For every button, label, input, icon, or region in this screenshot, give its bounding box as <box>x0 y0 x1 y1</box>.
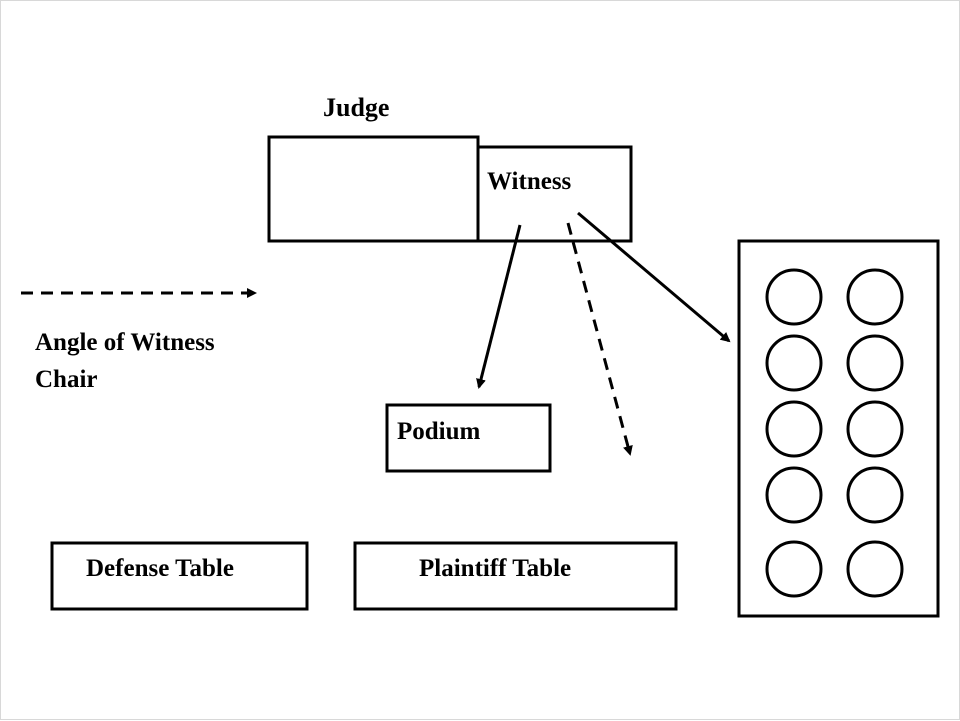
jury-seat <box>846 334 904 392</box>
arrow-to-jury <box>577 211 731 343</box>
defense-table-label: Defense Table <box>86 555 234 582</box>
plaintiff-table-label: Plaintiff Table <box>419 555 572 582</box>
judge-bench <box>267 135 480 243</box>
jury-seat <box>765 540 823 598</box>
podium-label: Podium <box>397 418 481 445</box>
jury-seat <box>765 268 823 326</box>
jury-seat <box>765 334 823 392</box>
jury-seat <box>846 400 904 458</box>
jury-seat <box>846 268 904 326</box>
judge-label: Judge <box>323 93 390 122</box>
jury-seat <box>765 466 823 524</box>
jury-seats <box>765 268 904 598</box>
arrow-to-podium <box>476 224 522 389</box>
jury-seat <box>846 540 904 598</box>
jury-seat <box>765 400 823 458</box>
legend-label-line1: Angle of Witness <box>35 329 215 356</box>
witness-label: Witness <box>487 168 572 195</box>
jury-seat <box>846 466 904 524</box>
witness-box <box>476 145 633 243</box>
plaintiff-table <box>353 541 678 611</box>
podium-box <box>385 403 552 473</box>
legend-label-line2: Chair <box>35 366 98 393</box>
jury-box <box>737 239 940 618</box>
defense-table <box>50 541 309 611</box>
arrow-dashed-witness-angle <box>566 222 633 456</box>
